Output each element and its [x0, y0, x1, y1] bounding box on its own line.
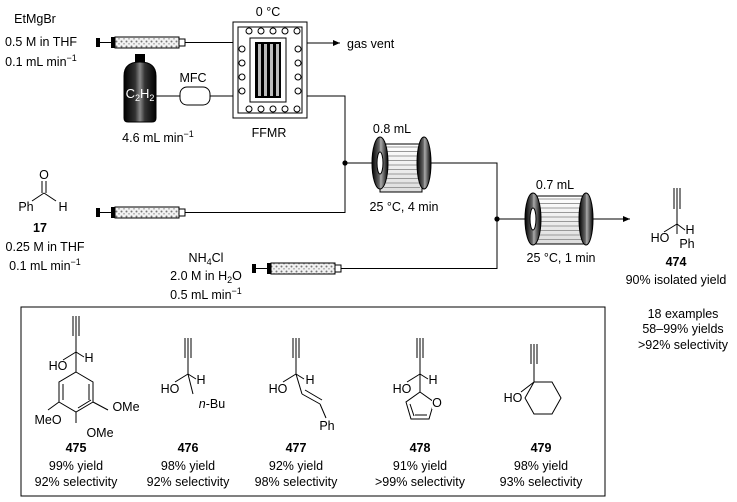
- reactor-bolt-icon: [294, 59, 302, 67]
- s478-h: H: [428, 373, 437, 387]
- s475-h: H: [84, 351, 93, 365]
- reactor-bolt-icon: [245, 27, 253, 35]
- structure-475: [47, 316, 109, 423]
- s476-ho: HO: [161, 382, 180, 396]
- reactor-bolt-icon: [257, 27, 265, 35]
- s476-nbu: n-Bu: [199, 397, 225, 411]
- aldehyde-h: H: [58, 200, 67, 214]
- s475-meo-left: MeO: [34, 413, 61, 427]
- example-selectivity: 92% selectivity: [35, 475, 118, 489]
- structure-477: [282, 338, 327, 419]
- aldehyde-o: O: [39, 168, 49, 182]
- reactor-bolt-icon: [238, 73, 246, 81]
- scope-selectivity: >92% selectivity: [638, 338, 729, 352]
- coil2-volume: 0.7 mL: [536, 178, 574, 192]
- example-yield: 92% yield: [269, 459, 323, 473]
- scope-examples: 18 examples: [648, 307, 719, 321]
- grignard-name: EtMgBr: [14, 12, 56, 26]
- reactor-bolt-icon: [281, 27, 289, 35]
- example-selectivity: 92% selectivity: [147, 475, 230, 489]
- quench-conc: 2.0 M in H2O: [170, 269, 242, 285]
- reactor-temp: 0 °C: [256, 5, 280, 19]
- scope-box: [20, 306, 606, 497]
- benzaldehyde-structure: [31, 181, 57, 202]
- reactor-name: FFMR: [252, 126, 287, 140]
- gas-cylinder-icon: [123, 54, 157, 123]
- gas-formula: C2H2: [126, 86, 155, 103]
- example-compound: 479: [531, 441, 552, 455]
- quench-flow: 0.5 mL min−1: [170, 286, 242, 302]
- s478-o: O: [432, 396, 442, 410]
- coil1-conditions: 25 °C, 4 min: [370, 200, 439, 214]
- syringe-quench-icon: [252, 262, 342, 275]
- example-yield: 99% yield: [49, 459, 103, 473]
- example-selectivity: 98% selectivity: [255, 475, 338, 489]
- structure-479: [520, 344, 562, 415]
- product-h: H: [685, 223, 694, 237]
- syringe-grignard-icon: [96, 36, 233, 49]
- reactor-bolt-icon: [238, 59, 246, 67]
- aldehyde-flow: 0.1 mL min−1: [9, 257, 81, 273]
- s477-ph: Ph: [319, 419, 334, 433]
- reactor-bolt-icon: [257, 105, 265, 113]
- structure-476: [174, 338, 197, 395]
- reactor-bolt-icon: [245, 105, 253, 113]
- reactor-bolt-icon: [294, 87, 302, 95]
- product-ho: HO: [651, 231, 670, 245]
- s475-ho: HO: [49, 359, 68, 373]
- reactor-bolt-icon: [293, 27, 301, 35]
- s477-h: H: [305, 373, 314, 387]
- mfc-icon: [179, 86, 211, 106]
- example-yield: 91% yield: [393, 459, 447, 473]
- mfc-label: MFC: [179, 71, 206, 85]
- grignard-flow: 0.1 mL min−1: [5, 53, 77, 69]
- example-compound: 476: [178, 441, 199, 455]
- product-compound: 474: [666, 255, 687, 269]
- example-selectivity: 93% selectivity: [500, 475, 583, 489]
- aldehyde-conc: 0.25 M in THF: [6, 240, 85, 254]
- s476-h: H: [196, 373, 205, 387]
- gas-vent-label: gas vent: [347, 37, 395, 51]
- example-yield: 98% yield: [514, 459, 568, 473]
- example-compound: 475: [66, 441, 87, 455]
- example-selectivity: >99% selectivity: [375, 475, 466, 489]
- reactor-bolt-icon: [269, 27, 277, 35]
- reactor-bolt-icon: [293, 105, 301, 113]
- quench-name: NH4Cl: [189, 251, 224, 267]
- s478-ho: HO: [393, 382, 412, 396]
- reactor-bolt-icon: [294, 45, 302, 53]
- reactor-bolt-icon: [269, 105, 277, 113]
- s475-ome-right: OMe: [112, 400, 139, 414]
- syringe-aldehyde-icon: [96, 206, 186, 219]
- s477-ho: HO: [269, 382, 288, 396]
- s475-ome-bottom: OMe: [86, 426, 113, 440]
- example-yield: 98% yield: [161, 459, 215, 473]
- coil1-volume: 0.8 mL: [373, 122, 411, 136]
- product-yield: 90% isolated yield: [626, 273, 727, 287]
- reactor-bolt-icon: [281, 105, 289, 113]
- reactor-bolt-icon: [238, 45, 246, 53]
- reactor-bolt-icon: [294, 73, 302, 81]
- coil-reactor-2-icon: [524, 192, 594, 246]
- aldehyde-ph: Ph: [18, 200, 33, 214]
- reactor-bolt-icon: [238, 87, 246, 95]
- example-compound: 478: [410, 441, 431, 455]
- scope-yields: 58–99% yields: [642, 322, 723, 336]
- coil-reactor-1-icon: [371, 136, 432, 193]
- coil2-conditions: 25 °C, 1 min: [527, 251, 596, 265]
- s479-ho: HO: [504, 391, 523, 405]
- structure-478: [405, 338, 435, 420]
- product-474-structure: [663, 188, 686, 234]
- gas-flow: 4.6 mL min−1: [122, 129, 194, 145]
- example-compound: 477: [286, 441, 307, 455]
- product-ph: Ph: [679, 237, 694, 251]
- aldehyde-compound: 17: [33, 221, 47, 235]
- ffmr-reactor-icon: [232, 21, 308, 119]
- grignard-conc: 0.5 M in THF: [5, 35, 77, 49]
